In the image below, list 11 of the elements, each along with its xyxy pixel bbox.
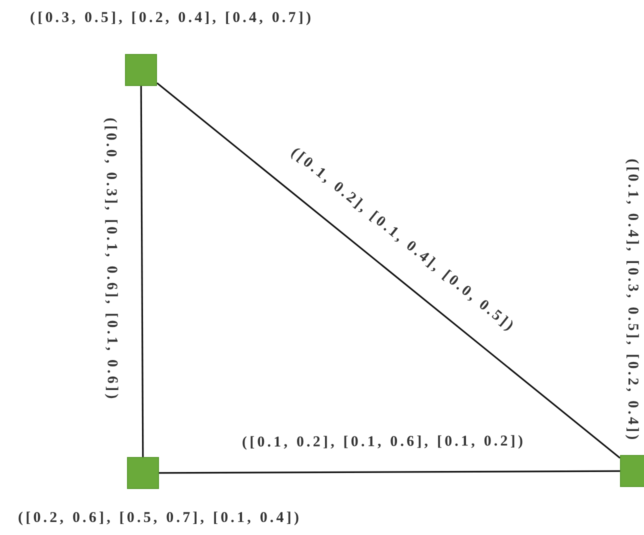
node-label: ([0.1, 0.4], [0.3, 0.5], [0.2, 0.4]) <box>623 158 640 442</box>
connector-line <box>156 82 620 459</box>
node-label: ([0.2, 0.6], [0.5, 0.7], [0.1, 0.4]) <box>18 510 302 526</box>
node-square <box>127 457 159 489</box>
node-square <box>620 455 644 487</box>
connector-line <box>140 86 144 457</box>
edge-label: ([0.0, 0.3], [0.1, 0.6], [0.1, 0.6]) <box>102 118 120 402</box>
connector-line <box>159 470 620 474</box>
node-square <box>125 54 157 86</box>
edge-label: ([0.1, 0.2], [0.1, 0.6], [0.1, 0.2]) <box>241 432 526 452</box>
node-label: ([0.3, 0.5], [0.2, 0.4], [0.4, 0.7]) <box>30 10 314 26</box>
